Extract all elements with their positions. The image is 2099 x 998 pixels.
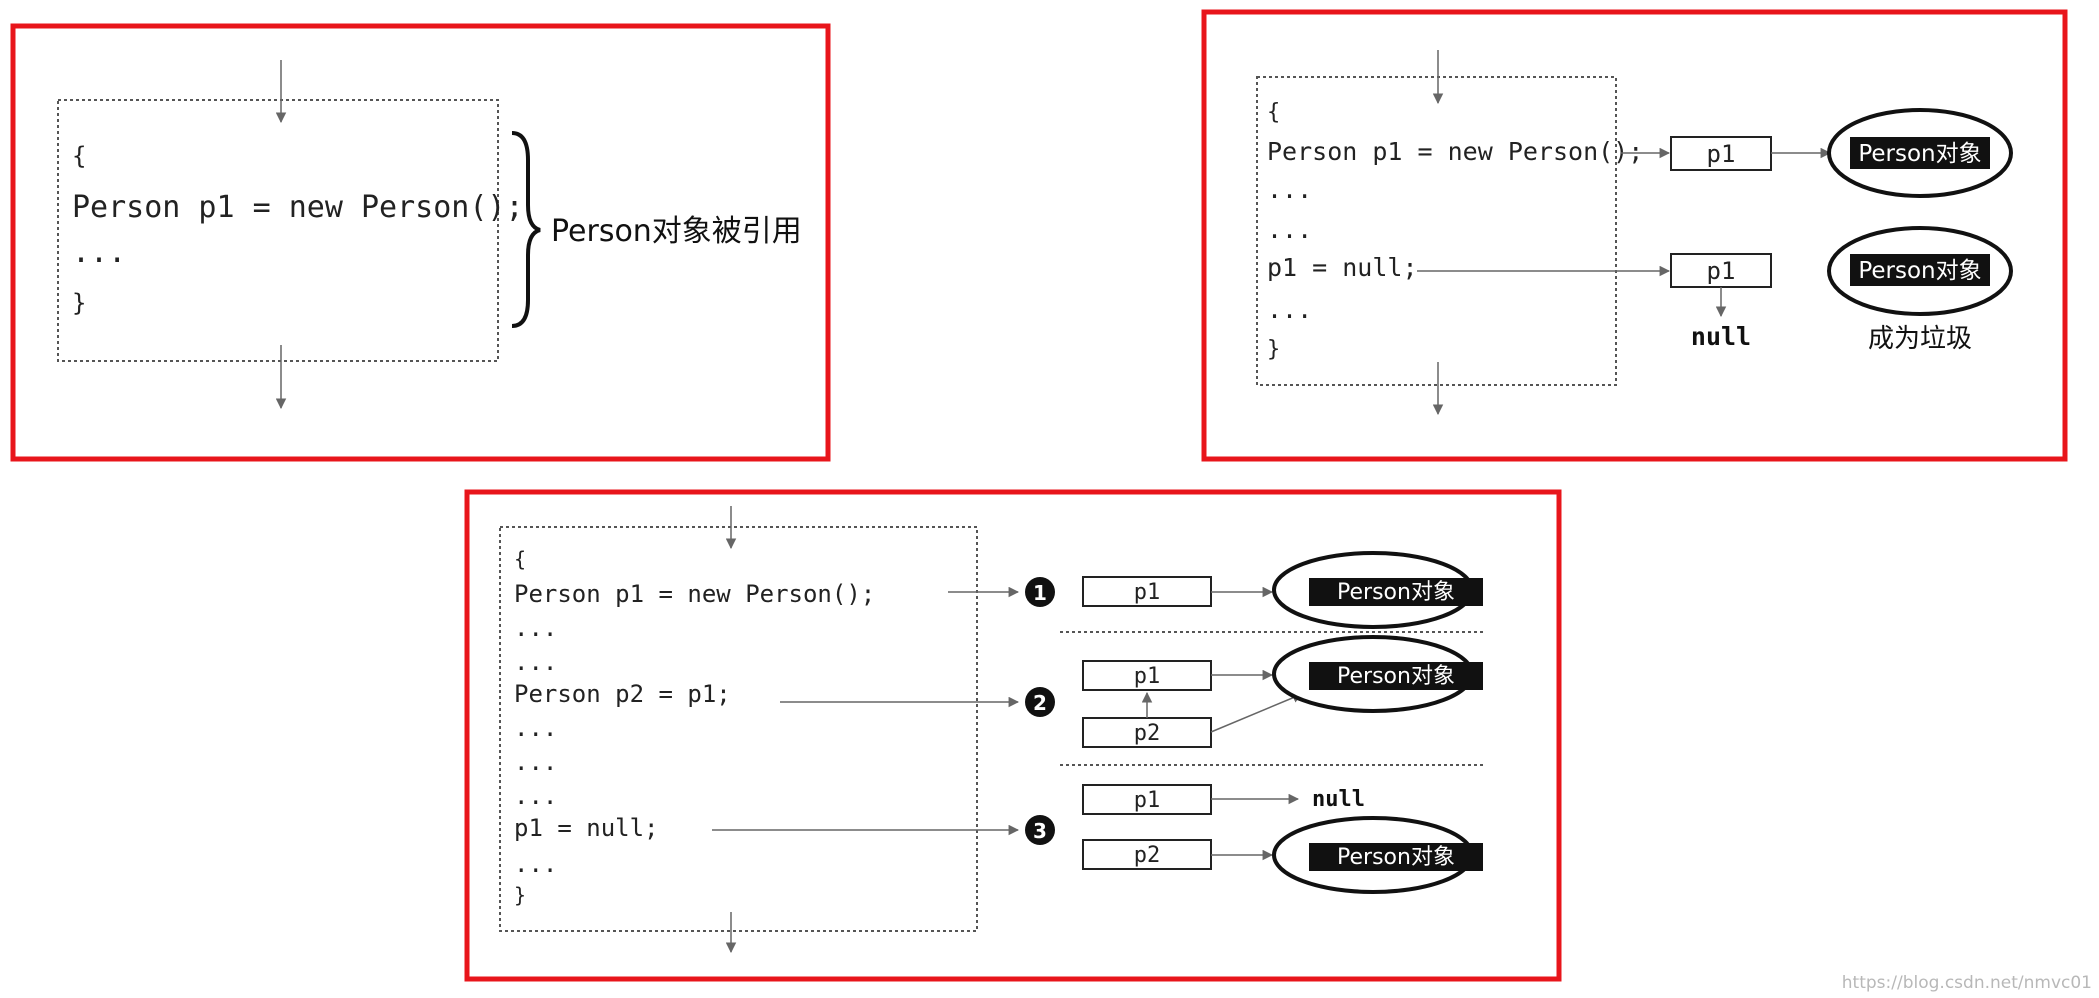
code-line: } <box>72 289 86 317</box>
code-line: ... <box>1267 215 1312 244</box>
object-tag <box>1309 662 1483 690</box>
object-label: Person对象 <box>1337 845 1455 870</box>
code-line: ... <box>514 714 557 742</box>
reference-label: p1 <box>1707 257 1736 285</box>
panel-object-referenced: { Person p1 = new Person(); ... } Person… <box>10 23 831 462</box>
garbage-label: 成为垃圾 <box>1868 324 1972 354</box>
code-line: ... <box>514 748 557 776</box>
brace <box>511 131 541 328</box>
reference-label: p1 <box>1134 664 1161 689</box>
step-number: 2 <box>1033 691 1047 715</box>
reference-label: p2 <box>1134 721 1161 746</box>
code-block-border <box>57 99 499 362</box>
object-label: Person对象 <box>1337 580 1455 605</box>
null-label: null <box>1691 322 1751 351</box>
code-line: p1 = null; <box>514 814 659 842</box>
step-badge <box>1025 815 1055 845</box>
step-number: 3 <box>1033 819 1047 843</box>
object-tag <box>1309 578 1483 606</box>
code-line: ... <box>1267 295 1312 324</box>
panel-frame <box>10 23 831 462</box>
panel-shared-reference: { Person p1 = new Person(); ... ... Pers… <box>464 489 1562 982</box>
object-label: Person对象 <box>1858 141 1981 167</box>
object-label: Person对象 <box>1337 664 1455 689</box>
reference-label: p1 <box>1134 580 1161 605</box>
code-line: ... <box>1267 175 1312 204</box>
object-tag <box>1850 254 1990 286</box>
reference-box <box>1670 136 1772 171</box>
code-line: p1 = null; <box>1267 253 1418 282</box>
code-line: ... <box>514 782 557 810</box>
code-line: } <box>1267 337 1280 362</box>
code-line: Person p1 = new Person(); <box>72 190 524 225</box>
code-line: Person p1 = new Person(); <box>514 580 875 608</box>
code-line: { <box>1267 100 1280 125</box>
code-line: ... <box>514 614 557 642</box>
code-line: Person p2 = p1; <box>514 680 731 708</box>
code-line: Person p1 = new Person(); <box>1267 137 1643 166</box>
referenced-label: Person对象被引用 <box>551 214 802 249</box>
step-badge <box>1025 577 1055 607</box>
code-line: { <box>514 547 526 571</box>
reference-label: p1 <box>1134 788 1161 813</box>
code-line: ... <box>514 648 557 676</box>
code-line: { <box>72 142 86 170</box>
points-to-arrow <box>1210 692 1303 733</box>
code-block-border <box>499 526 978 932</box>
reference-label: p2 <box>1134 843 1161 868</box>
panel-frame <box>464 489 1562 982</box>
object-label: Person对象 <box>1858 258 1981 284</box>
watermark: https://blog.csdn.net/nmvc01 <box>1842 973 2092 993</box>
step-badge <box>1025 687 1055 717</box>
panel-frame <box>1201 9 2068 462</box>
object-tag <box>1850 137 1990 169</box>
step-number: 1 <box>1033 581 1047 605</box>
reference-box <box>1082 839 1212 870</box>
code-line: ... <box>514 850 557 878</box>
code-block-border <box>1256 76 1617 386</box>
reference-box <box>1082 660 1212 691</box>
null-label: null <box>1312 787 1365 812</box>
code-line: ... <box>72 235 126 270</box>
panel-object-becomes-garbage: { Person p1 = new Person(); ... ... p1 =… <box>1201 9 2068 462</box>
object-tag <box>1309 843 1483 871</box>
code-line: } <box>514 883 526 907</box>
reference-label: p1 <box>1707 140 1736 168</box>
